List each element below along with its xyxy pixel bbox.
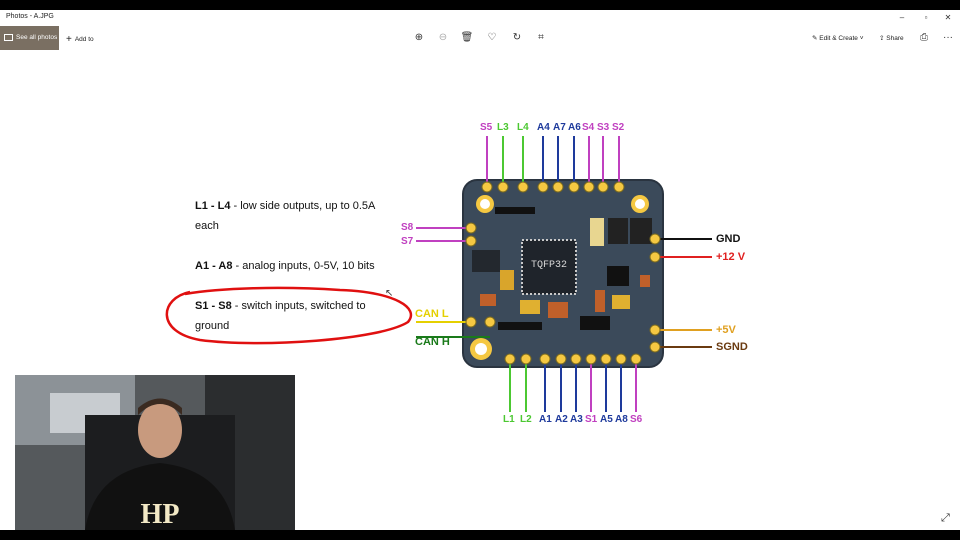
legend-l-text: - low side outputs, up to 0.5A bbox=[230, 200, 376, 212]
zoom-out-icon[interactable]: ⊖ bbox=[438, 32, 448, 43]
pin-label-left: CAN H bbox=[415, 336, 450, 348]
see-all-photos-label: See all photos bbox=[16, 34, 58, 41]
component bbox=[480, 294, 496, 306]
legend-a-text: - analog inputs, 0-5V, 10 bits bbox=[232, 260, 375, 272]
pin-label-top: A7 bbox=[553, 122, 566, 133]
pin-label-bottom: S6 bbox=[630, 414, 643, 425]
pin-label-top: L4 bbox=[517, 122, 529, 133]
edit-create-button[interactable]: ✎ Edit & Create ˅ bbox=[812, 35, 864, 42]
legend-s-text2: ground bbox=[195, 320, 230, 332]
close-button[interactable]: ✕ bbox=[944, 13, 952, 22]
crop-icon[interactable]: ⌗ bbox=[538, 32, 544, 43]
webcam-video: HP bbox=[15, 375, 295, 530]
mouse-cursor-icon: ↖ bbox=[385, 288, 394, 299]
zoom-in-icon[interactable]: ⊕ bbox=[414, 32, 424, 43]
legend-a-key: A1 - A8 bbox=[195, 260, 233, 272]
pin-label-right: SGND bbox=[716, 341, 748, 353]
component bbox=[472, 250, 500, 272]
bottom-bar bbox=[0, 530, 960, 540]
svg-text:HP: HP bbox=[141, 499, 180, 530]
rotate-icon[interactable]: ↻ bbox=[512, 32, 522, 43]
edit-create-label: Edit & Create bbox=[819, 35, 858, 42]
pin-label-top: S3 bbox=[597, 122, 610, 133]
legend-l-key: L1 - L4 bbox=[195, 200, 231, 212]
print-icon[interactable]: ⎙ bbox=[920, 32, 928, 43]
component bbox=[495, 207, 535, 214]
maximize-button[interactable]: ▫ bbox=[924, 13, 928, 22]
share-label: Share bbox=[886, 35, 904, 42]
legend-l-text2: each bbox=[195, 220, 219, 232]
add-to-button[interactable]: +Add to bbox=[66, 33, 94, 45]
pin-label-top: S5 bbox=[480, 122, 493, 133]
pin-label-bottom: A5 bbox=[600, 414, 613, 425]
legend-s-text: - switch inputs, switched to bbox=[231, 300, 366, 312]
component bbox=[630, 218, 652, 244]
pin-label-top: A4 bbox=[537, 122, 550, 133]
pin-label-top: L3 bbox=[497, 122, 509, 133]
component bbox=[590, 218, 604, 246]
right-pins bbox=[649, 233, 712, 353]
toolbar: See all photos +Add to ⊕ ⊖ 🗑 ♡ ↻ ⌗ ✎ Edi… bbox=[0, 26, 960, 50]
pin-label-left: S8 bbox=[401, 222, 414, 233]
photos-icon bbox=[4, 34, 13, 41]
red-circle-annotation bbox=[165, 286, 413, 345]
legend-s-key: S1 - S8 bbox=[195, 300, 232, 312]
component bbox=[612, 295, 630, 309]
component bbox=[548, 302, 568, 318]
pinout-diagram: TQFP32 bbox=[165, 136, 712, 412]
plus-icon: + bbox=[66, 34, 72, 45]
title-bar: Photos - A.JPG – ▫ ✕ bbox=[0, 10, 960, 26]
component bbox=[595, 290, 605, 312]
pin-label-right: +12 V bbox=[716, 251, 746, 263]
fullscreen-icon[interactable]: ⤢ bbox=[941, 512, 950, 524]
pin-label-top: S4 bbox=[582, 122, 595, 133]
component bbox=[500, 270, 514, 290]
chip-label: TQFP32 bbox=[531, 260, 567, 271]
legend-lowside: L1 - L4 - low side outputs, up to 0.5A e… bbox=[195, 196, 375, 236]
legend-switch: S1 - S8 - switch inputs, switched to gro… bbox=[195, 296, 366, 336]
presenter-video-frame: HP bbox=[15, 375, 295, 530]
component bbox=[640, 275, 650, 287]
pin-label-bottom: A1 bbox=[539, 414, 552, 425]
component bbox=[520, 300, 540, 314]
pin-label-bottom: L1 bbox=[503, 414, 515, 425]
component bbox=[580, 316, 610, 330]
left-pins bbox=[416, 222, 496, 338]
favorite-icon[interactable]: ♡ bbox=[487, 32, 497, 43]
component bbox=[607, 266, 629, 286]
more-options-button[interactable]: ··· bbox=[943, 32, 953, 43]
pin-label-right: +5V bbox=[716, 324, 736, 336]
top-pins bbox=[481, 136, 625, 193]
add-to-label: Add to bbox=[74, 36, 94, 43]
pin-label-right: GND bbox=[716, 233, 741, 245]
minimize-button[interactable]: – bbox=[899, 13, 905, 22]
legend-analog: A1 - A8 - analog inputs, 0-5V, 10 bits bbox=[195, 256, 375, 276]
bottom-pins bbox=[504, 353, 642, 412]
pin-label-bottom: A3 bbox=[570, 414, 583, 425]
pin-label-top: S2 bbox=[612, 122, 625, 133]
pin-label-bottom: L2 bbox=[520, 414, 532, 425]
pin-label-top: A6 bbox=[568, 122, 581, 133]
pin-label-left: S7 bbox=[401, 236, 414, 247]
mcu-chip bbox=[521, 239, 577, 295]
pin-label-bottom: A2 bbox=[555, 414, 568, 425]
pin-label-left: CAN L bbox=[415, 308, 449, 320]
pin-label-bottom: A8 bbox=[615, 414, 628, 425]
component bbox=[498, 322, 542, 330]
see-all-photos-button[interactable]: See all photos bbox=[0, 26, 59, 50]
pin-label-bottom: S1 bbox=[585, 414, 598, 425]
window-title: Photos - A.JPG bbox=[6, 13, 54, 20]
component bbox=[608, 218, 628, 244]
share-button[interactable]: ⇪ Share bbox=[879, 35, 904, 42]
delete-icon[interactable]: 🗑 bbox=[460, 32, 474, 43]
